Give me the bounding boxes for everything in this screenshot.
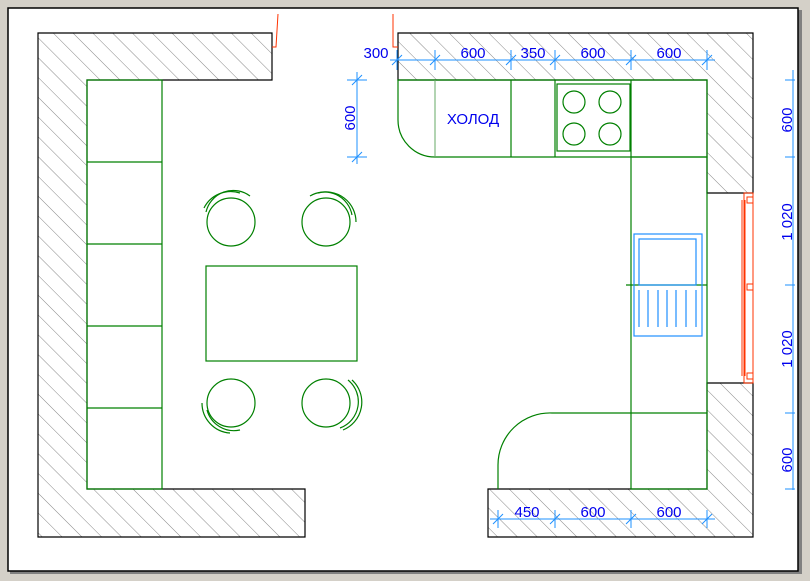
dimension-labels: 300 600 350 600 600 600 600 1 020 1 020 … [342, 45, 796, 521]
dim-top-2: 600 [460, 45, 485, 62]
dining-table [205, 265, 358, 362]
fridge-label: ХОЛОД [447, 111, 499, 128]
dim-right-4: 600 [779, 447, 796, 472]
dim-top-5: 600 [656, 45, 681, 62]
door-mark-left [272, 13, 279, 48]
chairs [201, 189, 363, 434]
dim-bottom-1: 450 [514, 504, 539, 521]
door-mark-right [392, 14, 398, 48]
dim-top-3: 350 [520, 45, 545, 62]
window [741, 192, 754, 384]
dim-right-3: 1 020 [779, 330, 796, 368]
dimension-lines [347, 50, 795, 528]
top-counter [397, 79, 708, 158]
sink [633, 233, 703, 337]
dim-bottom-2: 600 [580, 504, 605, 521]
drawing-sheet [7, 7, 799, 572]
dim-right-1: 600 [779, 107, 796, 132]
dim-right-2: 1 020 [779, 203, 796, 241]
dim-top-4: 600 [580, 45, 605, 62]
dim-bottom-3: 600 [656, 504, 681, 521]
dim-top-1: 300 [363, 45, 388, 62]
left-cabinets [86, 79, 163, 490]
dim-left: 600 [342, 105, 359, 130]
hob [556, 83, 631, 152]
